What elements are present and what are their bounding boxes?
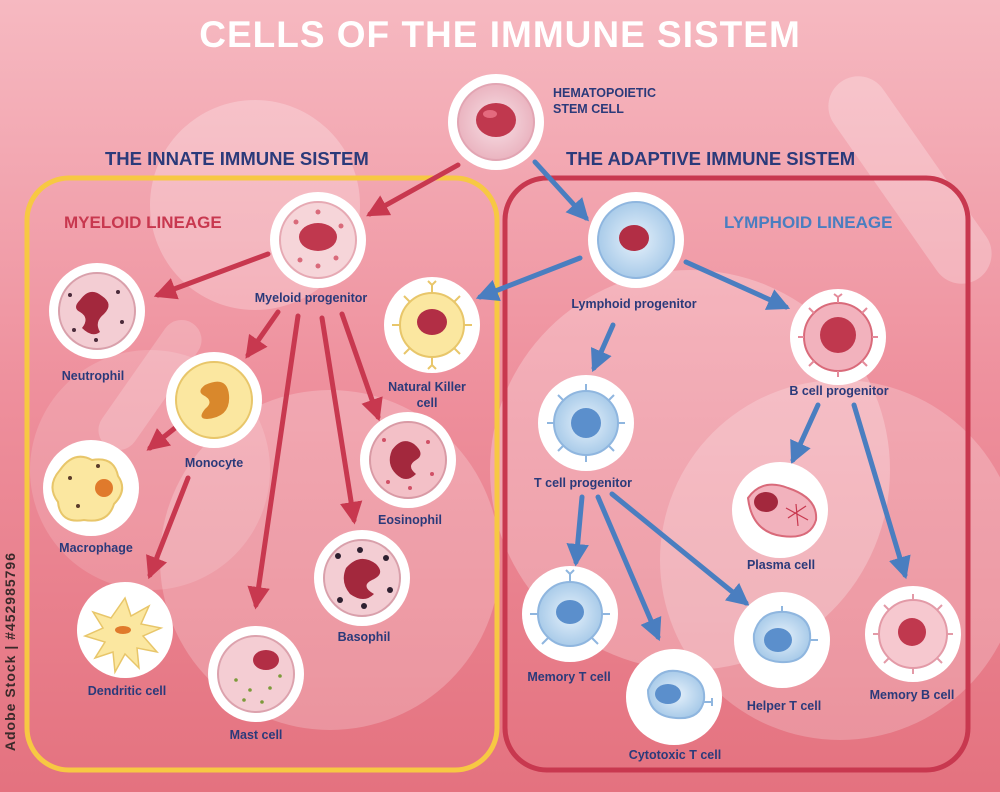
memory-b-cell-label: Memory B cell xyxy=(869,688,955,702)
adaptive-box xyxy=(502,175,971,773)
myeloid-progenitor-icon xyxy=(270,192,366,288)
stock-watermark: Adobe Stock | #452985796 xyxy=(2,552,18,752)
mast-cell-label: Mast cell xyxy=(229,728,283,742)
lymphoid-lineage-label: LYMPHOID LINEAGE xyxy=(724,213,893,232)
memory-t-cell-icon xyxy=(522,566,618,662)
cytotoxic-t-cell-label: Cytotoxic T cell xyxy=(628,748,722,762)
memory-b-cell-icon xyxy=(865,586,961,682)
page-title: CELLS OF THE IMMUNE SISTEM xyxy=(199,14,801,55)
helper-t-cell-icon xyxy=(734,592,830,688)
dendritic-cell-icon xyxy=(77,582,173,678)
helper-t-cell-label: Helper T cell xyxy=(746,699,822,713)
plasma-cell-icon xyxy=(732,462,828,558)
natural-killer-label-line1: Natural Killer xyxy=(388,380,466,394)
lymphoid-progenitor-icon xyxy=(588,192,684,288)
b-cell-progenitor-icon xyxy=(790,289,886,385)
b-cell-progenitor-label: B cell progenitor xyxy=(789,384,889,398)
natural-killer-cell-icon xyxy=(384,277,480,373)
plasma-cell-label: Plasma cell xyxy=(746,558,816,572)
myeloid-lineage-label: MYELOID LINEAGE xyxy=(64,213,222,232)
macrophage-icon xyxy=(43,440,139,536)
cytotoxic-t-cell-icon xyxy=(626,649,722,745)
innate-box xyxy=(24,175,500,773)
natural-killer-label: Natural Killer cell xyxy=(388,379,466,411)
dendritic-cell-label: Dendritic cell xyxy=(87,684,167,698)
t-cell-progenitor-icon xyxy=(538,375,634,471)
innate-heading: THE INNATE IMMUNE SISTEM xyxy=(105,148,369,169)
neutrophil-icon xyxy=(49,263,145,359)
stem-cell-label-line2: STEM CELL xyxy=(553,102,624,116)
hematopoietic-stem-cell-icon xyxy=(448,74,544,170)
mast-cell-icon xyxy=(208,626,304,722)
eosinophil-label: Eosinophil xyxy=(378,513,442,527)
myeloid-arrows xyxy=(146,162,461,610)
lymphoid-progenitor-label: Lymphoid progenitor xyxy=(571,297,697,311)
neutrophil-label: Neutrophil xyxy=(61,369,125,383)
natural-killer-label-line2: cell xyxy=(416,396,438,410)
macrophage-label: Macrophage xyxy=(59,541,133,555)
basophil-icon xyxy=(314,530,410,626)
monocyte-label: Monocyte xyxy=(184,456,244,470)
myeloid-progenitor-label: Myeloid progenitor xyxy=(254,291,368,305)
monocyte-icon xyxy=(166,352,262,448)
lymphoid-arrows xyxy=(475,159,911,642)
adaptive-heading: THE ADAPTIVE IMMUNE SISTEM xyxy=(566,148,856,169)
stem-cell-label: HEMATOPOIETIC STEM CELL xyxy=(553,85,656,117)
eosinophil-icon xyxy=(360,412,456,508)
memory-t-cell-label: Memory T cell xyxy=(527,670,611,684)
t-cell-progenitor-label: T cell progenitor xyxy=(534,476,632,490)
stem-cell-label-line1: HEMATOPOIETIC xyxy=(553,86,657,100)
basophil-label: Basophil xyxy=(337,630,391,644)
